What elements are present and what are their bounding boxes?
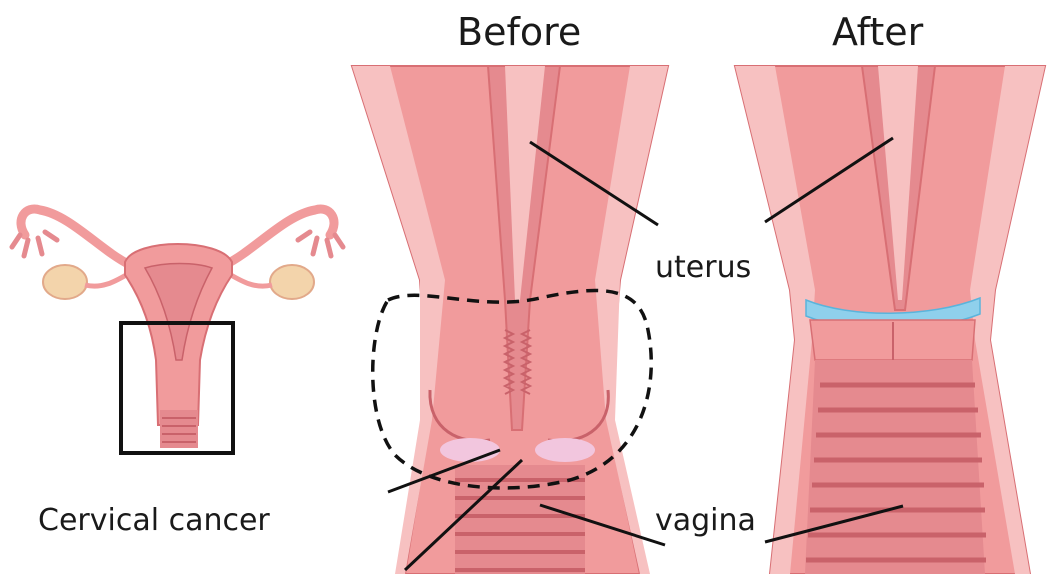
vagina-label: vagina: [655, 503, 756, 538]
after-heading: After: [832, 10, 923, 54]
after-panel: [735, 66, 1045, 574]
cervical-cancer-label: Cervical cancer: [38, 503, 270, 538]
uterus-label: uterus: [655, 250, 751, 285]
before-heading: Before: [457, 10, 581, 54]
female-reproductive-system-icon: [12, 209, 343, 453]
before-panel: [352, 66, 668, 574]
